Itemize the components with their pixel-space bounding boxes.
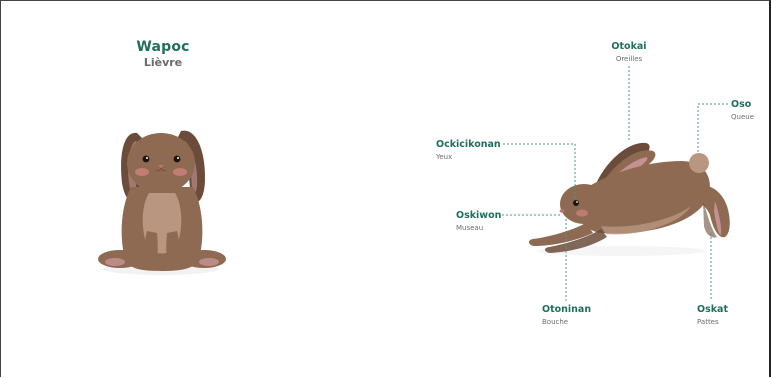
leaping-hare-illustration bbox=[529, 143, 730, 256]
label-ears-name: Otokai bbox=[599, 41, 659, 52]
label-ears-translation: Oreilles bbox=[599, 55, 659, 64]
label-eyes-translation: Yeux bbox=[436, 153, 501, 162]
label-ears: Otokai Oreilles bbox=[599, 41, 659, 64]
label-paws-translation: Pattes bbox=[697, 318, 728, 327]
label-mouth: Otoninan Bouche bbox=[542, 304, 591, 327]
label-muzzle-translation: Museau bbox=[456, 224, 501, 233]
label-tail-name: Oso bbox=[731, 99, 754, 110]
label-muzzle-name: Oskiwon bbox=[456, 210, 501, 221]
label-tail-translation: Queue bbox=[731, 113, 754, 122]
label-mouth-name: Otoninan bbox=[542, 304, 591, 315]
label-muzzle: Oskiwon Museau bbox=[456, 210, 501, 233]
label-mouth-translation: Bouche bbox=[542, 318, 591, 327]
label-paws-name: Oskat bbox=[697, 304, 728, 315]
sitting-hare-illustration bbox=[98, 131, 226, 275]
label-paws: Oskat Pattes bbox=[697, 304, 728, 327]
label-eyes: Ockicikonan Yeux bbox=[436, 139, 501, 162]
label-tail: Oso Queue bbox=[731, 99, 754, 122]
label-eyes-name: Ockicikonan bbox=[436, 139, 501, 150]
